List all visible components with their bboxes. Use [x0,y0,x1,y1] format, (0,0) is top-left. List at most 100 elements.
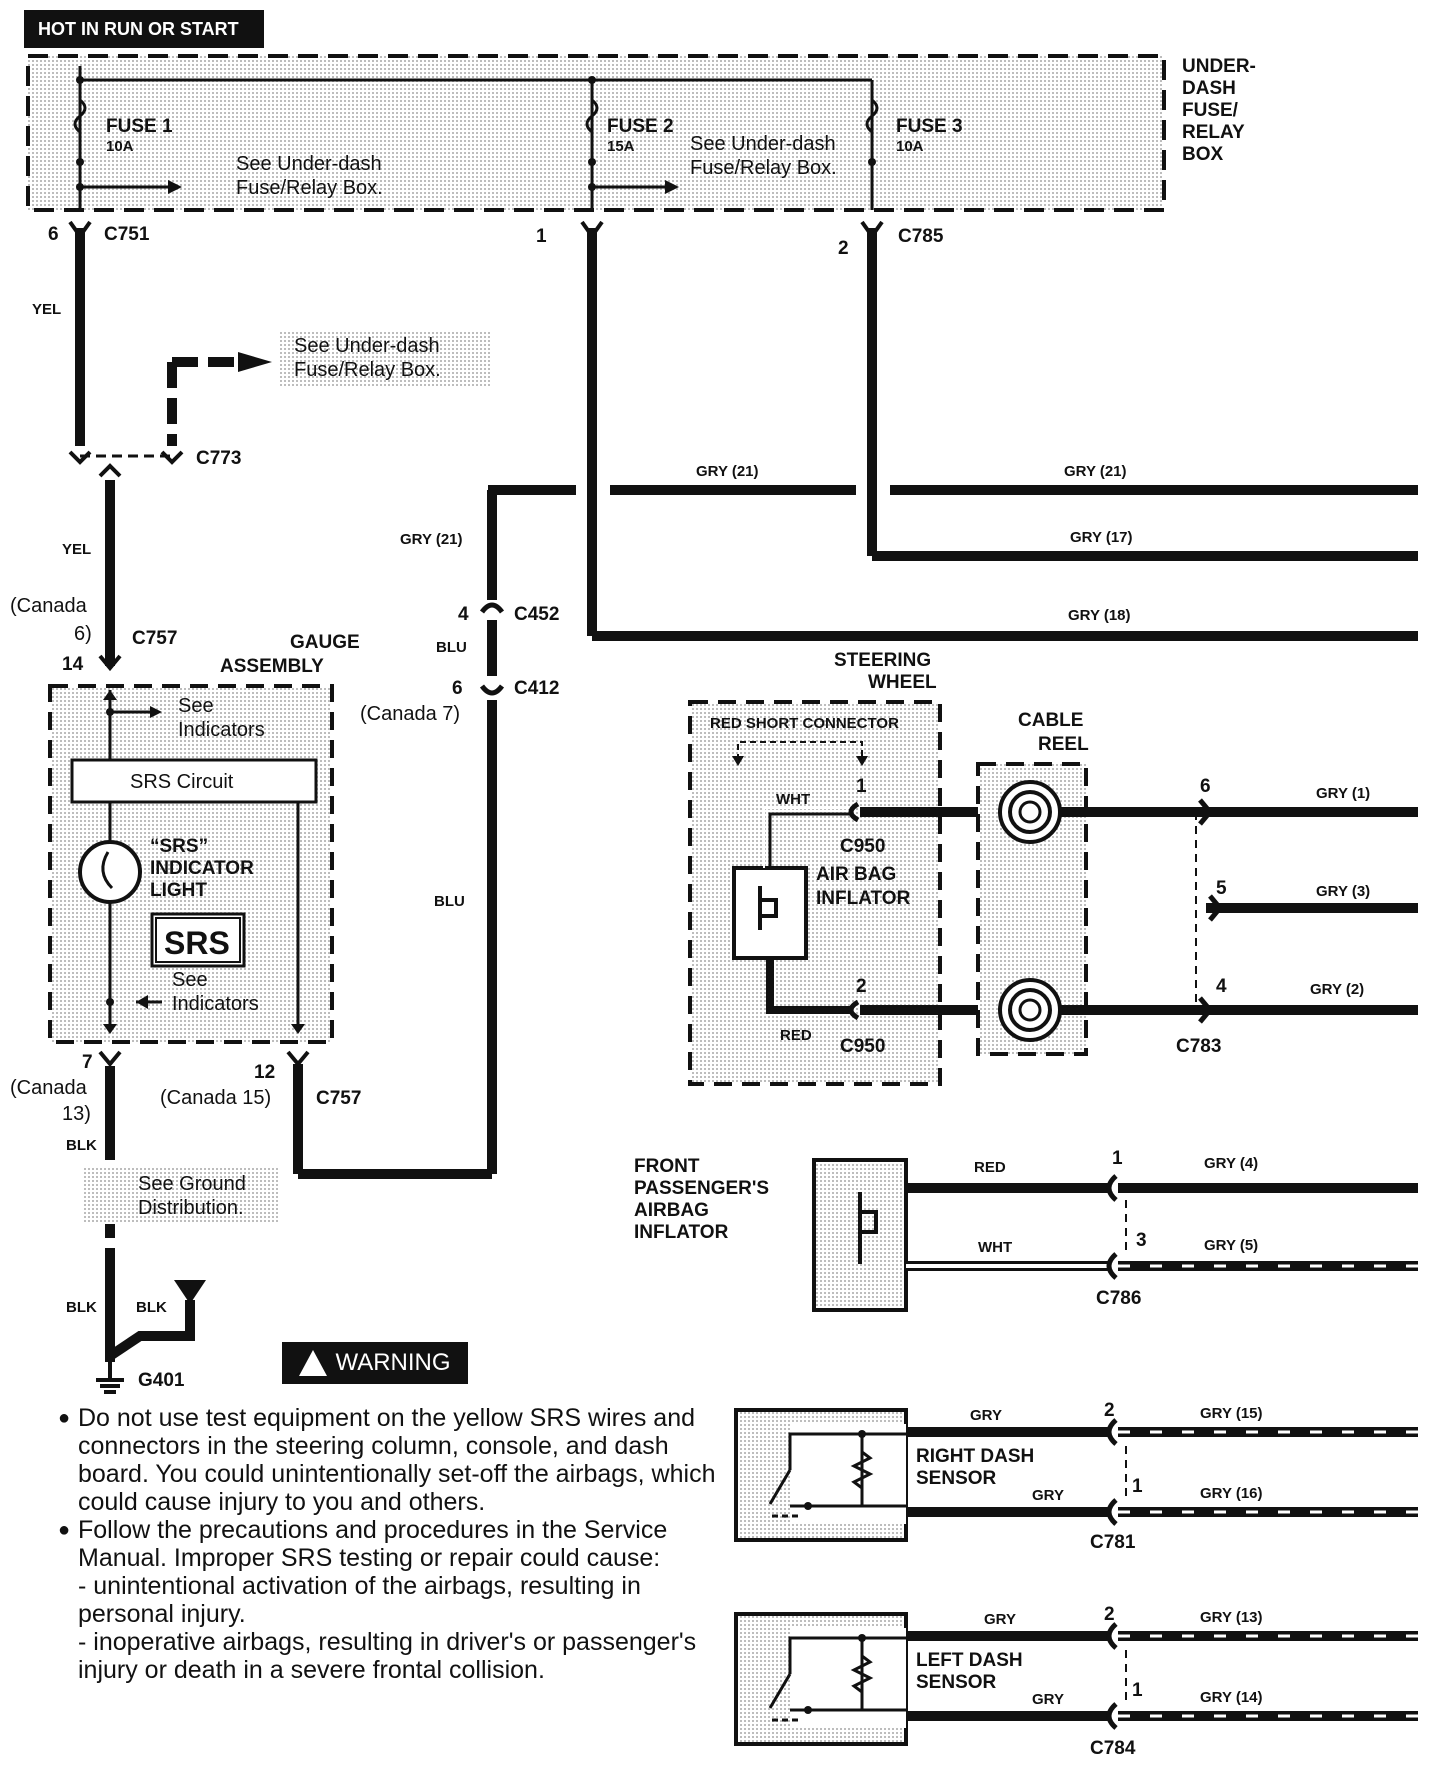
c783-pin5: 5 [1216,878,1227,899]
fuse1-name: FUSE 1 [106,116,173,137]
gauge-see-ind2-line1: See [172,969,208,991]
wire-label-red1: RED [780,1027,812,1044]
warning-text: ● Do not use test equipment on the yello… [58,1404,738,1684]
ground-note-line2: Distribution. [138,1197,244,1219]
wire-label-wht2: WHT [978,1239,1012,1256]
c751-connector-mark [68,220,92,240]
c950a-label: C950 [840,836,885,857]
fuse-box-name-5: BOX [1182,144,1224,165]
c784-pin1: 1 [1132,1680,1143,1701]
c412-mark [479,684,505,696]
wire-label-gry17: GRY (17) [1070,529,1133,546]
warning-dash-1: - unintentional activation of the airbag… [78,1572,641,1628]
wire-label-gry1: GRY (1) [1316,785,1370,802]
fp-name-3: AIRBAG [634,1200,709,1221]
c773-mark-2 [160,450,184,465]
rds-name-2: SENSOR [916,1468,997,1489]
c757-top-canada2: 6) [74,623,92,645]
gauge-name-2: ASSEMBLY [220,656,324,677]
airbag-inflator-1: AIR BAG [816,864,896,885]
c757-bot-pin12: 12 [254,1062,275,1083]
bullet-icon: ● [58,1519,71,1541]
airbag-inflator-2: INFLATOR [816,888,911,909]
gauge-assembly [48,684,334,1044]
c773-mark-3 [98,463,122,478]
ground-g401-label: G401 [138,1370,185,1391]
wire-label-blu1: BLU [436,639,467,656]
lds-name-1: LEFT DASH [916,1650,1023,1671]
wire-label-gry2: GRY (2) [1310,981,1364,998]
c785-pin2: 2 [838,238,849,259]
c757-top-mark [98,654,122,672]
c773-mark-1 [68,450,92,465]
wire-label-gry21-b: GRY (21) [1064,463,1127,480]
wire-label-yel2: YEL [62,541,91,558]
left-dash-sensor [734,1612,1418,1746]
ground-note-bg [82,1166,278,1224]
c452-label: C452 [514,604,559,625]
steering-name-2: WHEEL [868,672,937,693]
rds-name-1: RIGHT DASH [916,1446,1034,1467]
c783-label: C783 [1176,1036,1221,1057]
fuse-note2-line2: Fuse/Relay Box. [690,157,837,179]
fuse2-rating: 15A [607,138,635,155]
c757-bot-mark-2 [286,1050,310,1068]
steering-name-1: STEERING [834,650,931,671]
wire-label-gry14: GRY (14) [1200,1689,1263,1706]
short-connector-label: RED SHORT CONNECTOR [710,715,899,732]
wire-label-gry3: GRY (3) [1316,883,1370,900]
gauge-light-label-3: LIGHT [150,880,207,901]
c757-bot-label: C757 [316,1088,361,1109]
c757-top-pin: 14 [62,654,84,675]
circuit-header: HOT IN RUN OR START [24,10,264,48]
fuse-relay-box [26,54,1166,212]
c757-bot-pin7-can: (Canada [10,1077,88,1099]
c412-label: C412 [514,678,559,699]
side-note-bg [278,330,492,388]
c757-bot-pin7: 7 [82,1052,93,1073]
gauge-see-ind1-line2: Indicators [178,719,265,741]
fuse-box-name-4: RELAY [1182,122,1245,143]
warning-badge-label: WARNING [335,1349,451,1376]
wire-label-gry21-a: GRY (21) [696,463,759,480]
c786-pin1: 1 [1112,1148,1123,1169]
c452-mark [479,602,505,614]
wire-label-yel1: YEL [32,301,61,318]
ground-note-line1: See Ground [138,1173,246,1195]
cable-reel [860,762,1418,1056]
steering-wheel-box [688,700,942,1086]
c773-label: C773 [196,448,241,469]
fuse-box-name-3: FUSE/ [1182,100,1239,121]
front-passenger-inflator [812,1158,1418,1312]
c783-pin4: 4 [1216,976,1227,997]
warning-triangle-icon [299,1350,328,1376]
c786-pin3: 3 [1136,1230,1147,1251]
c757-bot-pin7-can2: 13) [62,1103,91,1125]
c757-top-label: C757 [132,628,177,649]
side-note-line1: See Under-dash [294,335,440,357]
c781-pin1: 1 [1132,1476,1143,1497]
fuse2-name: FUSE 2 [607,116,674,137]
fuse-note1-line1: See Under-dash [236,153,382,175]
wire-label-gry15: GRY (15) [1200,1405,1263,1422]
c783-pin6: 6 [1200,776,1211,797]
gauge-srs-circuit: SRS Circuit [130,771,234,793]
gauge-srs-badge: SRS [164,925,230,961]
wire-label-wht1: WHT [776,791,810,808]
warning-dash-2: - inoperative airbags, resulting in driv… [78,1628,697,1684]
wire-label-blu2: BLU [434,893,465,910]
c751-pin: 6 [48,224,59,245]
c757-bot-pin12-can: (Canada 15) [160,1087,271,1109]
wire-label-gry-rds2: GRY [1032,1487,1064,1504]
fuse-note2-line1: See Under-dash [690,133,836,155]
gauge-see-ind2-line2: Indicators [172,993,259,1015]
fuse-box-name-2: DASH [1182,78,1236,99]
warning-bullet-2: ● Follow the precautions and procedures … [58,1516,738,1572]
wire-gry-group [293,228,1418,1179]
wire-label-gry18: GRY (18) [1068,607,1131,624]
c785-pin1: 1 [536,226,547,247]
c950b-label: C950 [840,1036,885,1057]
wire-label-gry4: GRY (4) [1204,1155,1258,1172]
fuse1-rating: 10A [106,138,134,155]
